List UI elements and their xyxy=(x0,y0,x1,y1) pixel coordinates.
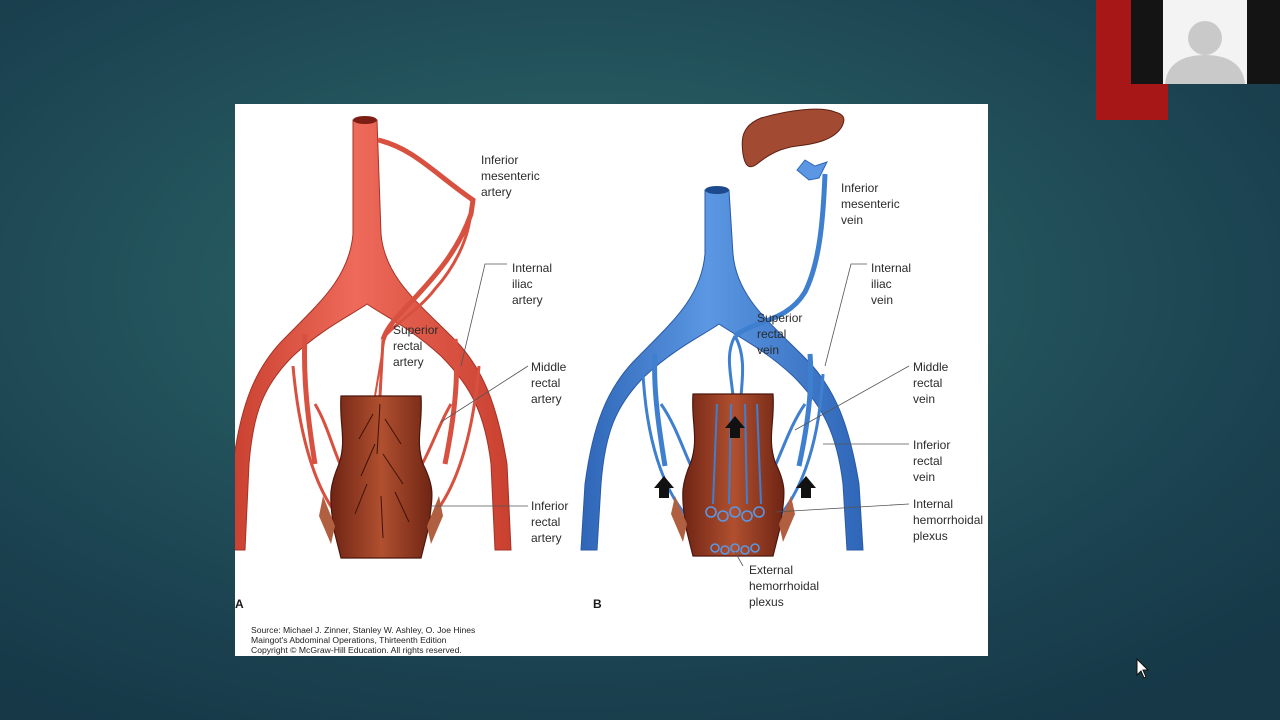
arterial-diagram xyxy=(235,116,512,559)
middle-rectal-artery-label: Middle rectal artery xyxy=(531,360,570,406)
figure-source-caption: Source: Michael J. Zinner, Stanley W. As… xyxy=(251,625,478,655)
liver-illustration xyxy=(741,108,845,168)
panel-a-label: A xyxy=(235,597,244,611)
person-avatar-icon xyxy=(1165,21,1245,84)
inferior-mesenteric-vein-label: Inferior mesenteric vein xyxy=(841,181,903,227)
venous-diagram xyxy=(580,108,864,557)
inferior-mesenteric-artery-label: Inferior mesenteric artery xyxy=(481,153,543,199)
external-hemorrhoidal-plexus-label: External hemorrhoidal plexus xyxy=(749,563,822,609)
artery-labels: Inferior mesenteric artery Internal ilia… xyxy=(393,153,572,545)
inferior-rectal-vein-label: Inferior rectal vein xyxy=(913,438,954,484)
vein-labels: Inferior mesenteric vein Internal iliac … xyxy=(734,181,986,609)
superior-rectal-vein-label: Superior rectal vein xyxy=(757,311,806,357)
panel-b-label: B xyxy=(593,597,602,611)
inferior-rectal-artery-label: Inferior rectal artery xyxy=(531,499,572,545)
up-arrow-icon xyxy=(725,416,745,438)
mouse-pointer-icon xyxy=(1136,658,1150,679)
decorative-red-block-lower xyxy=(1096,84,1168,120)
superior-rectal-artery-label: Superior rectal artery xyxy=(393,323,442,369)
webcam-preview xyxy=(1163,0,1247,84)
up-arrow-icon xyxy=(796,476,816,498)
up-arrow-icon xyxy=(654,476,674,498)
internal-iliac-artery-label: Internal iliac artery xyxy=(512,261,555,307)
middle-rectal-vein-label: Middle rectal vein xyxy=(913,360,952,406)
internal-iliac-vein-label: Internal iliac vein xyxy=(871,261,914,307)
internal-hemorrhoidal-plexus-label: Internal hemorrhoidal plexus xyxy=(913,497,986,543)
anatomy-figure: A Inferior mesenteric artery Internal il… xyxy=(235,104,988,656)
